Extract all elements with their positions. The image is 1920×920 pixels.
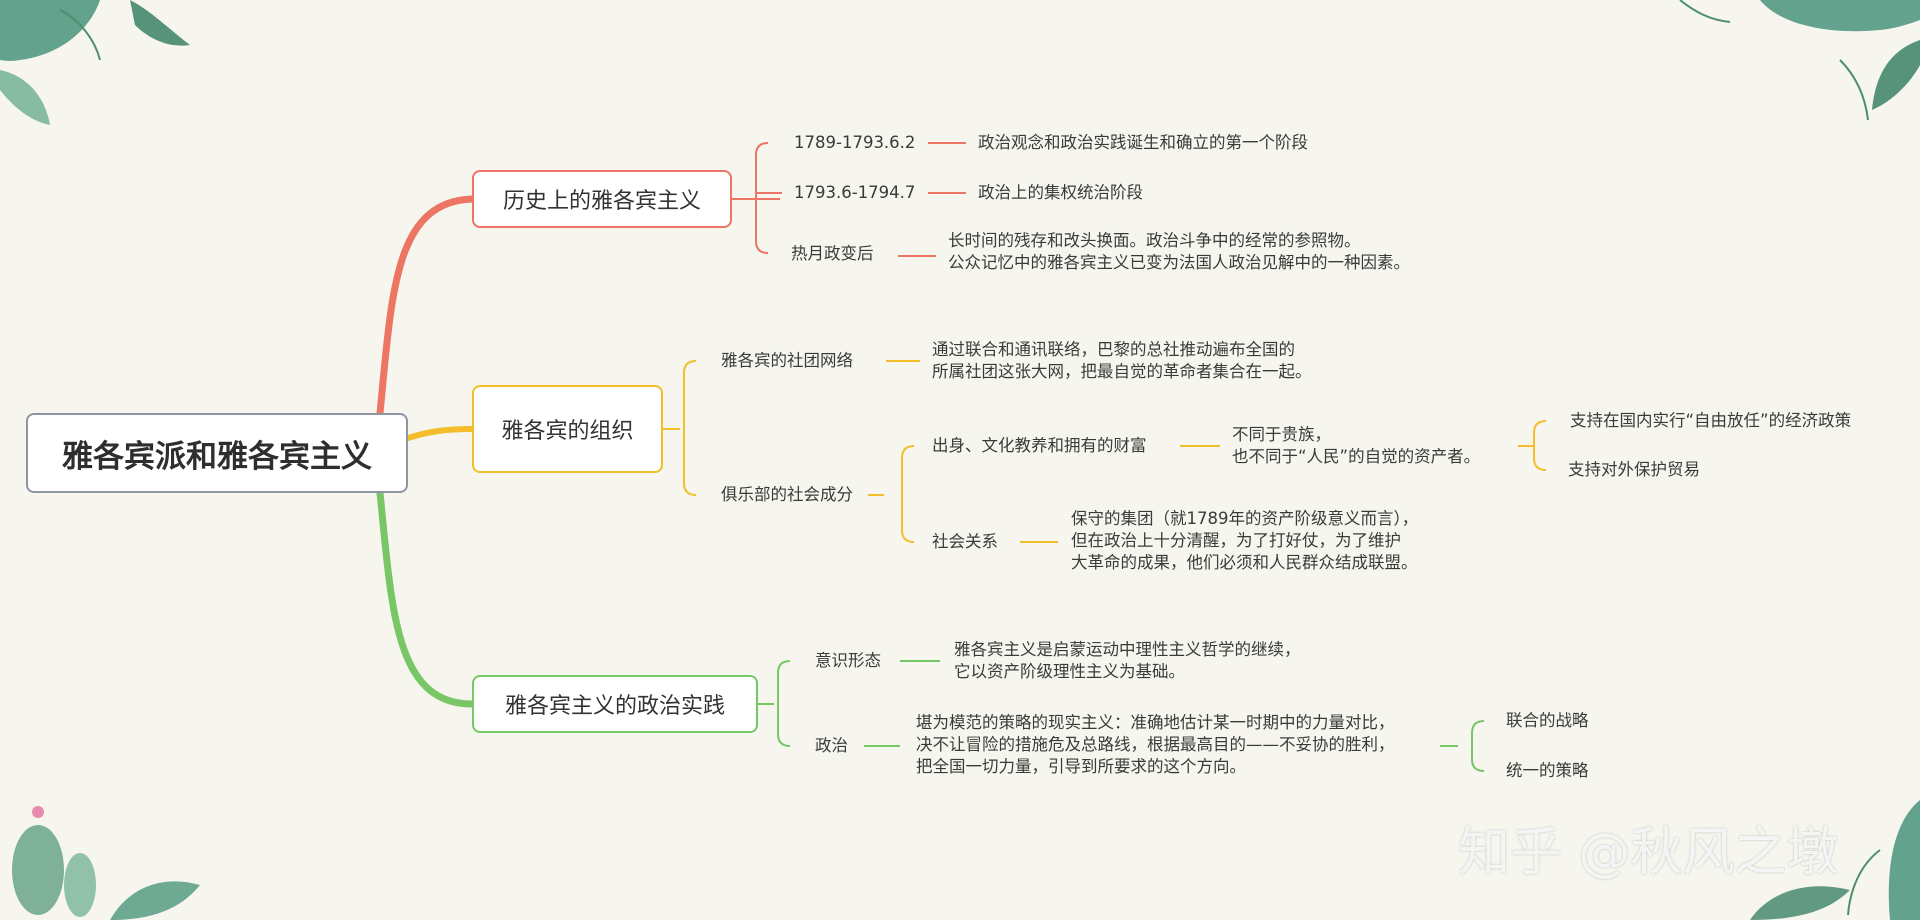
org-network[interactable]: 雅各宾的社团网络 — [721, 351, 853, 370]
org-origin-wealth-detail: 不同于贵族， 也不同于“人民”的自觉的资产者。 — [1232, 425, 1481, 466]
practice-politics-detail: 堪为模范的策略的现实主义：准确地估计某一时期中的力量对比， 决不让冒险的措施危及… — [916, 713, 1395, 776]
history-thermidor-detail: 长时间的残存和改头换面。政治斗争中的经常的参照物。 公众记忆中的雅各宾主义已变为… — [948, 231, 1410, 272]
org-origin-wealth[interactable]: 出身、文化教养和拥有的财富 — [932, 436, 1147, 455]
history-period-2-detail: 政治上的集权统治阶段 — [978, 183, 1143, 202]
branch-organization-node[interactable]: 雅各宾的组织 — [472, 385, 663, 473]
practice-politics[interactable]: 政治 — [815, 736, 848, 755]
history-period-2[interactable]: 1793.6-1794.7 — [794, 183, 916, 202]
branch-history-node[interactable]: 历史上的雅各宾主义 — [472, 170, 732, 228]
history-period-1[interactable]: 1789-1793.6.2 — [794, 133, 916, 152]
history-thermidor[interactable]: 热月政变后 — [791, 244, 874, 263]
org-social-relations-detail: 保守的集团（就1789年的资产阶级意义而言）， 但在政治上十分清醒，为了打好仗，… — [1071, 509, 1419, 572]
leaf-decoration-top-right — [1679, 0, 1920, 121]
practice-alliance-strategy[interactable]: 联合的战略 — [1506, 711, 1589, 730]
history-period-1-detail: 政治观念和政治实践诞生和确立的第一个阶段 — [978, 133, 1308, 152]
cactus-decoration-bottom-left — [12, 806, 200, 920]
org-social-relations[interactable]: 社会关系 — [932, 532, 998, 551]
leaf-decoration-top-left — [0, 0, 190, 125]
practice-ideology-detail: 雅各宾主义是启蒙运动中理性主义哲学的继续， 它以资产阶级理性主义为基础。 — [954, 640, 1301, 681]
practice-ideology[interactable]: 意识形态 — [815, 651, 881, 670]
org-network-detail: 通过联合和通讯联络，巴黎的总社推动遍布全国的 所属社团这张大网，把最自觉的革命者… — [932, 340, 1312, 381]
leaf-decoration-bottom-right — [1750, 800, 1920, 920]
practice-unity-tactics[interactable]: 统一的策略 — [1506, 761, 1589, 780]
branch-practice-node[interactable]: 雅各宾主义的政治实践 — [472, 675, 758, 733]
org-policy-laissez-faire[interactable]: 支持在国内实行“自由放任”的经济政策 — [1570, 411, 1852, 430]
org-social-composition[interactable]: 俱乐部的社会成分 — [721, 485, 853, 504]
org-policy-protection[interactable]: 支持对外保护贸易 — [1568, 460, 1700, 479]
root-node[interactable]: 雅各宾派和雅各宾主义 — [26, 413, 408, 493]
watermark: 知乎 @秋风之墩 — [1458, 823, 1839, 883]
